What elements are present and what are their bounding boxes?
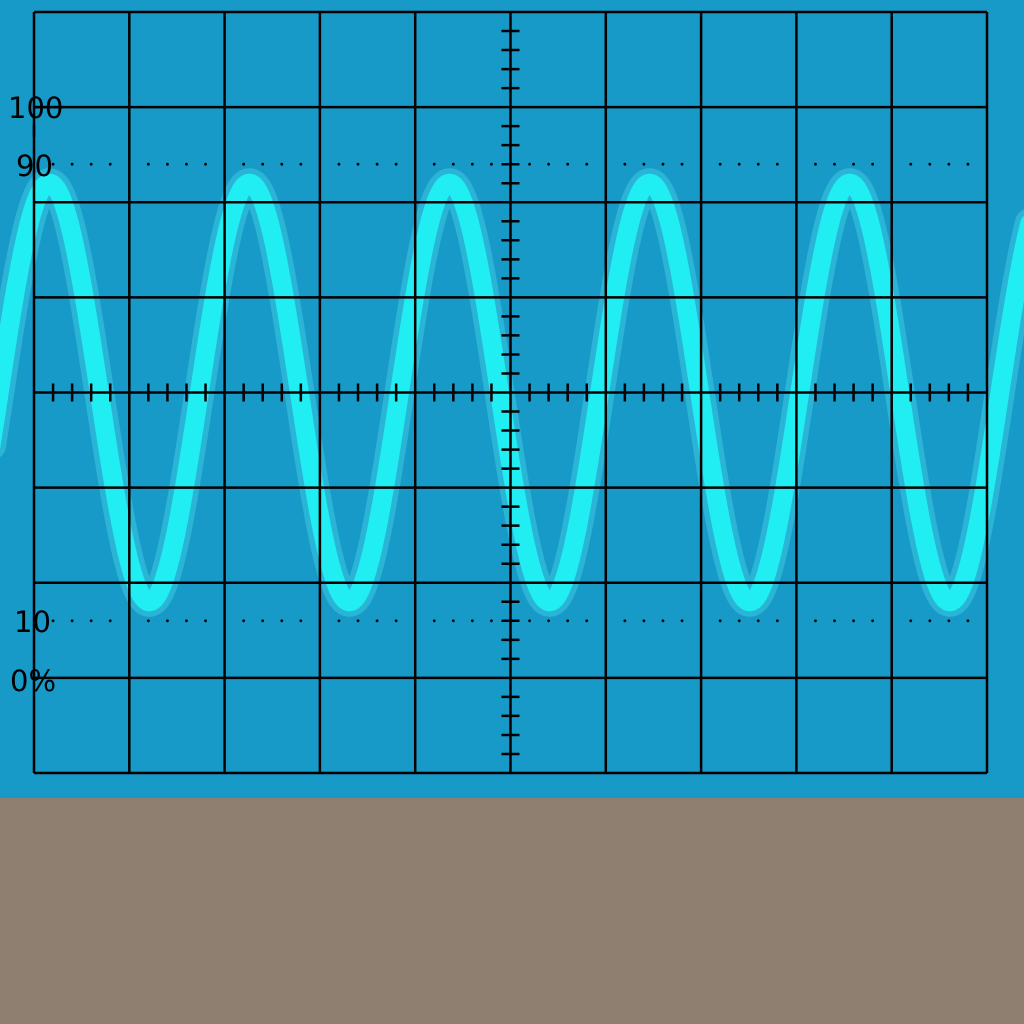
bench-surface — [0, 798, 1024, 1024]
reference-dot-10 — [394, 619, 398, 623]
reference-dot-90 — [185, 162, 188, 166]
reference-dot-90 — [680, 162, 684, 166]
reference-dot-10 — [51, 619, 55, 623]
reference-dot-90 — [375, 162, 379, 166]
reference-dot-90 — [775, 162, 779, 166]
reference-dot-90 — [108, 162, 112, 166]
reference-dot-90 — [89, 162, 93, 166]
reference-dot-90 — [166, 162, 169, 166]
reference-dot-10 — [356, 619, 360, 623]
reference-dot-10 — [242, 619, 246, 623]
reference-dot-10 — [585, 619, 589, 623]
reference-dot-10 — [775, 619, 779, 623]
reference-dot-10 — [756, 619, 760, 623]
scale-label-0-percent: 0% — [10, 664, 56, 698]
reference-dot-90 — [947, 162, 951, 166]
graticule-minor-ticks — [51, 29, 970, 756]
reference-dot-10 — [337, 619, 341, 623]
reference-dot-10 — [871, 619, 875, 623]
reference-dot-10 — [432, 619, 436, 623]
reference-dot-10 — [146, 619, 150, 623]
reference-dot-10 — [566, 619, 570, 623]
reference-dot-90 — [966, 162, 970, 166]
reference-dot-90 — [70, 162, 74, 166]
reference-dot-10 — [375, 619, 379, 623]
reference-dot-10 — [89, 619, 93, 623]
reference-dot-10 — [833, 619, 836, 623]
reference-dot-10 — [299, 619, 303, 623]
reference-dot-90 — [928, 162, 932, 166]
reference-dot-10 — [623, 619, 627, 623]
oscilloscope-screen: 100 90 10 0% — [0, 0, 1024, 798]
reference-dot-90 — [242, 162, 246, 166]
reference-dot-90 — [871, 162, 875, 166]
reference-dot-10 — [451, 619, 455, 623]
reference-dot-90 — [814, 162, 817, 166]
reference-dot-90 — [356, 162, 360, 166]
reference-dot-90 — [204, 162, 207, 166]
reference-dot-10 — [108, 619, 112, 623]
reference-dot-10 — [166, 619, 169, 623]
reference-dot-10 — [966, 619, 970, 623]
reference-dot-10 — [490, 619, 493, 623]
reference-dot-90 — [585, 162, 589, 166]
reference-dot-90 — [51, 162, 55, 166]
reference-dot-10 — [661, 619, 665, 623]
reference-dot-10 — [547, 619, 551, 623]
reference-dot-90 — [623, 162, 627, 166]
reference-dot-90 — [470, 162, 474, 166]
reference-dot-90 — [432, 162, 436, 166]
scale-labels: 100 90 10 0% — [8, 91, 63, 698]
reference-dot-90 — [833, 162, 836, 166]
reference-dot-10 — [680, 619, 684, 623]
reference-dot-10 — [185, 619, 188, 623]
reference-dot-90 — [280, 162, 284, 166]
reference-dot-10 — [718, 619, 722, 623]
reference-dot-90 — [756, 162, 760, 166]
reference-dot-90 — [909, 162, 913, 166]
reference-dot-10 — [852, 619, 855, 623]
reference-dot-90 — [261, 162, 265, 166]
reference-dot-10 — [909, 619, 913, 623]
scale-label-100: 100 — [8, 91, 63, 125]
reference-dot-90 — [547, 162, 551, 166]
reference-dot-90 — [146, 162, 150, 166]
reference-dotted-lines — [51, 162, 970, 623]
reference-dot-90 — [661, 162, 665, 166]
scale-label-10: 10 — [14, 605, 51, 639]
reference-dot-90 — [718, 162, 722, 166]
reference-dot-90 — [490, 162, 493, 166]
reference-dot-90 — [528, 162, 531, 166]
graticule-grid — [32, 10, 989, 775]
reference-dot-90 — [852, 162, 855, 166]
reference-dot-10 — [280, 619, 284, 623]
reference-dot-10 — [814, 619, 817, 623]
reference-dot-90 — [642, 162, 646, 166]
reference-dot-10 — [470, 619, 474, 623]
reference-dot-10 — [947, 619, 951, 623]
reference-dot-90 — [451, 162, 455, 166]
oscilloscope-graticule-chart: 100 90 10 0% — [0, 0, 1024, 798]
reference-dot-10 — [70, 619, 74, 623]
reference-dot-90 — [566, 162, 570, 166]
reference-dot-10 — [642, 619, 646, 623]
reference-dot-90 — [337, 162, 341, 166]
reference-dot-90 — [299, 162, 303, 166]
reference-dot-10 — [204, 619, 207, 623]
reference-dot-10 — [737, 619, 741, 623]
reference-dot-90 — [737, 162, 741, 166]
reference-dot-10 — [261, 619, 265, 623]
reference-dot-90 — [394, 162, 398, 166]
reference-dot-10 — [528, 619, 531, 623]
reference-dot-10 — [928, 619, 932, 623]
scale-label-90: 90 — [16, 149, 53, 183]
